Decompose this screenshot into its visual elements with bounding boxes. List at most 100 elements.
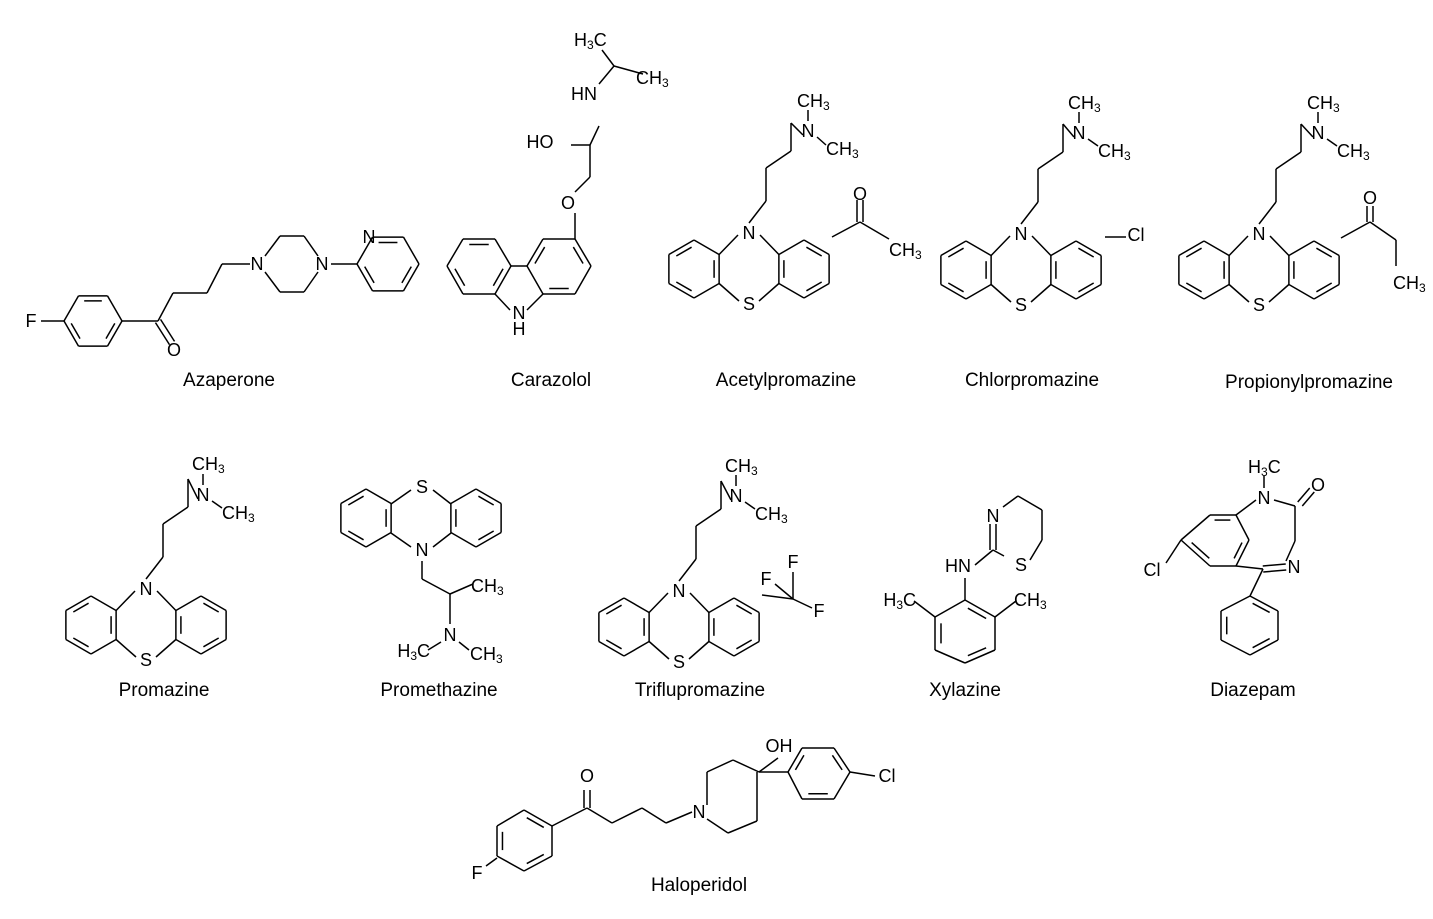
bond xyxy=(65,638,92,655)
bond xyxy=(526,293,544,311)
bond xyxy=(264,235,281,257)
atom-label: OH xyxy=(766,736,793,756)
bond xyxy=(1050,240,1077,257)
bond xyxy=(1316,282,1333,293)
bond xyxy=(159,318,176,342)
bond xyxy=(1326,138,1338,147)
bond xyxy=(833,747,851,773)
bond xyxy=(1233,542,1243,559)
bond xyxy=(1180,514,1211,541)
atom-label: HO xyxy=(527,132,554,152)
bond xyxy=(1235,514,1250,541)
name-promethazine: Promethazine xyxy=(380,680,498,701)
bond xyxy=(1180,539,1211,567)
atom-label: N xyxy=(316,254,329,274)
bond xyxy=(154,322,171,346)
bond xyxy=(1249,639,1279,656)
bond xyxy=(1268,283,1290,303)
bond xyxy=(458,641,470,651)
bond xyxy=(264,271,281,293)
methyl-label: CH3 xyxy=(222,503,255,525)
bond xyxy=(523,809,553,827)
methyl-label: CH3 xyxy=(1068,93,1101,115)
bond xyxy=(1220,595,1251,612)
bond xyxy=(803,282,830,299)
bond xyxy=(63,295,80,322)
bond xyxy=(356,236,374,265)
bond xyxy=(450,488,477,505)
atom-label: Cl xyxy=(879,766,896,786)
bond xyxy=(496,855,525,872)
methyl-label: H3C xyxy=(574,30,607,52)
bond xyxy=(356,263,374,292)
bond xyxy=(1075,240,1102,257)
bond xyxy=(744,501,756,510)
methyl-label: CH3 xyxy=(470,644,503,666)
bond xyxy=(1252,637,1270,649)
atom-label: S xyxy=(743,294,755,314)
bond xyxy=(203,602,220,613)
name-chlorpromazine: Chlorpromazine xyxy=(964,370,1100,391)
bond xyxy=(1078,247,1095,258)
bond xyxy=(736,604,753,615)
bond xyxy=(526,265,544,295)
bond xyxy=(1030,283,1052,303)
bond xyxy=(1249,568,1264,597)
atom-label: N xyxy=(444,625,457,645)
bond xyxy=(790,122,804,136)
bond xyxy=(203,637,220,648)
bond xyxy=(478,530,495,541)
bond xyxy=(1228,235,1249,257)
bond xyxy=(831,754,843,771)
bond xyxy=(965,240,992,257)
bond xyxy=(668,282,695,299)
bond xyxy=(586,807,613,824)
bond xyxy=(492,268,504,287)
atom-label: H xyxy=(513,319,526,339)
bond xyxy=(1340,221,1371,239)
bond xyxy=(572,246,584,264)
atom-label: N xyxy=(363,227,376,247)
bond xyxy=(115,638,137,658)
bond xyxy=(736,639,753,650)
atom-label: Cl xyxy=(1144,560,1161,580)
bond xyxy=(859,221,890,240)
bond xyxy=(303,271,319,293)
bond xyxy=(1300,123,1314,138)
bond xyxy=(1369,221,1397,241)
bond xyxy=(748,200,767,224)
bond xyxy=(1185,247,1202,258)
bond xyxy=(1313,240,1340,257)
bond xyxy=(115,590,136,612)
bond xyxy=(668,239,695,256)
bond xyxy=(478,495,495,506)
bond xyxy=(598,597,625,614)
atom-label: F xyxy=(788,552,799,572)
atom-label: N xyxy=(743,223,756,243)
bond xyxy=(849,771,876,777)
atom-label: HN xyxy=(571,84,597,104)
bond xyxy=(401,266,412,284)
bond xyxy=(994,600,1017,618)
methyl-label: CH3 xyxy=(471,576,504,598)
bond xyxy=(1203,283,1230,300)
bond xyxy=(693,282,720,299)
bond xyxy=(90,638,117,655)
bond xyxy=(623,597,650,614)
bond xyxy=(1301,491,1315,507)
bond xyxy=(688,640,710,660)
bond xyxy=(105,323,116,340)
atom-label: S xyxy=(1253,295,1265,315)
bond xyxy=(200,595,227,612)
bond xyxy=(446,265,464,295)
bond xyxy=(402,236,420,265)
atom-label: O xyxy=(561,193,575,213)
name-triflupromazine: Triflupromazine xyxy=(634,680,766,701)
atom-label: F xyxy=(814,601,825,621)
bond xyxy=(446,238,464,267)
